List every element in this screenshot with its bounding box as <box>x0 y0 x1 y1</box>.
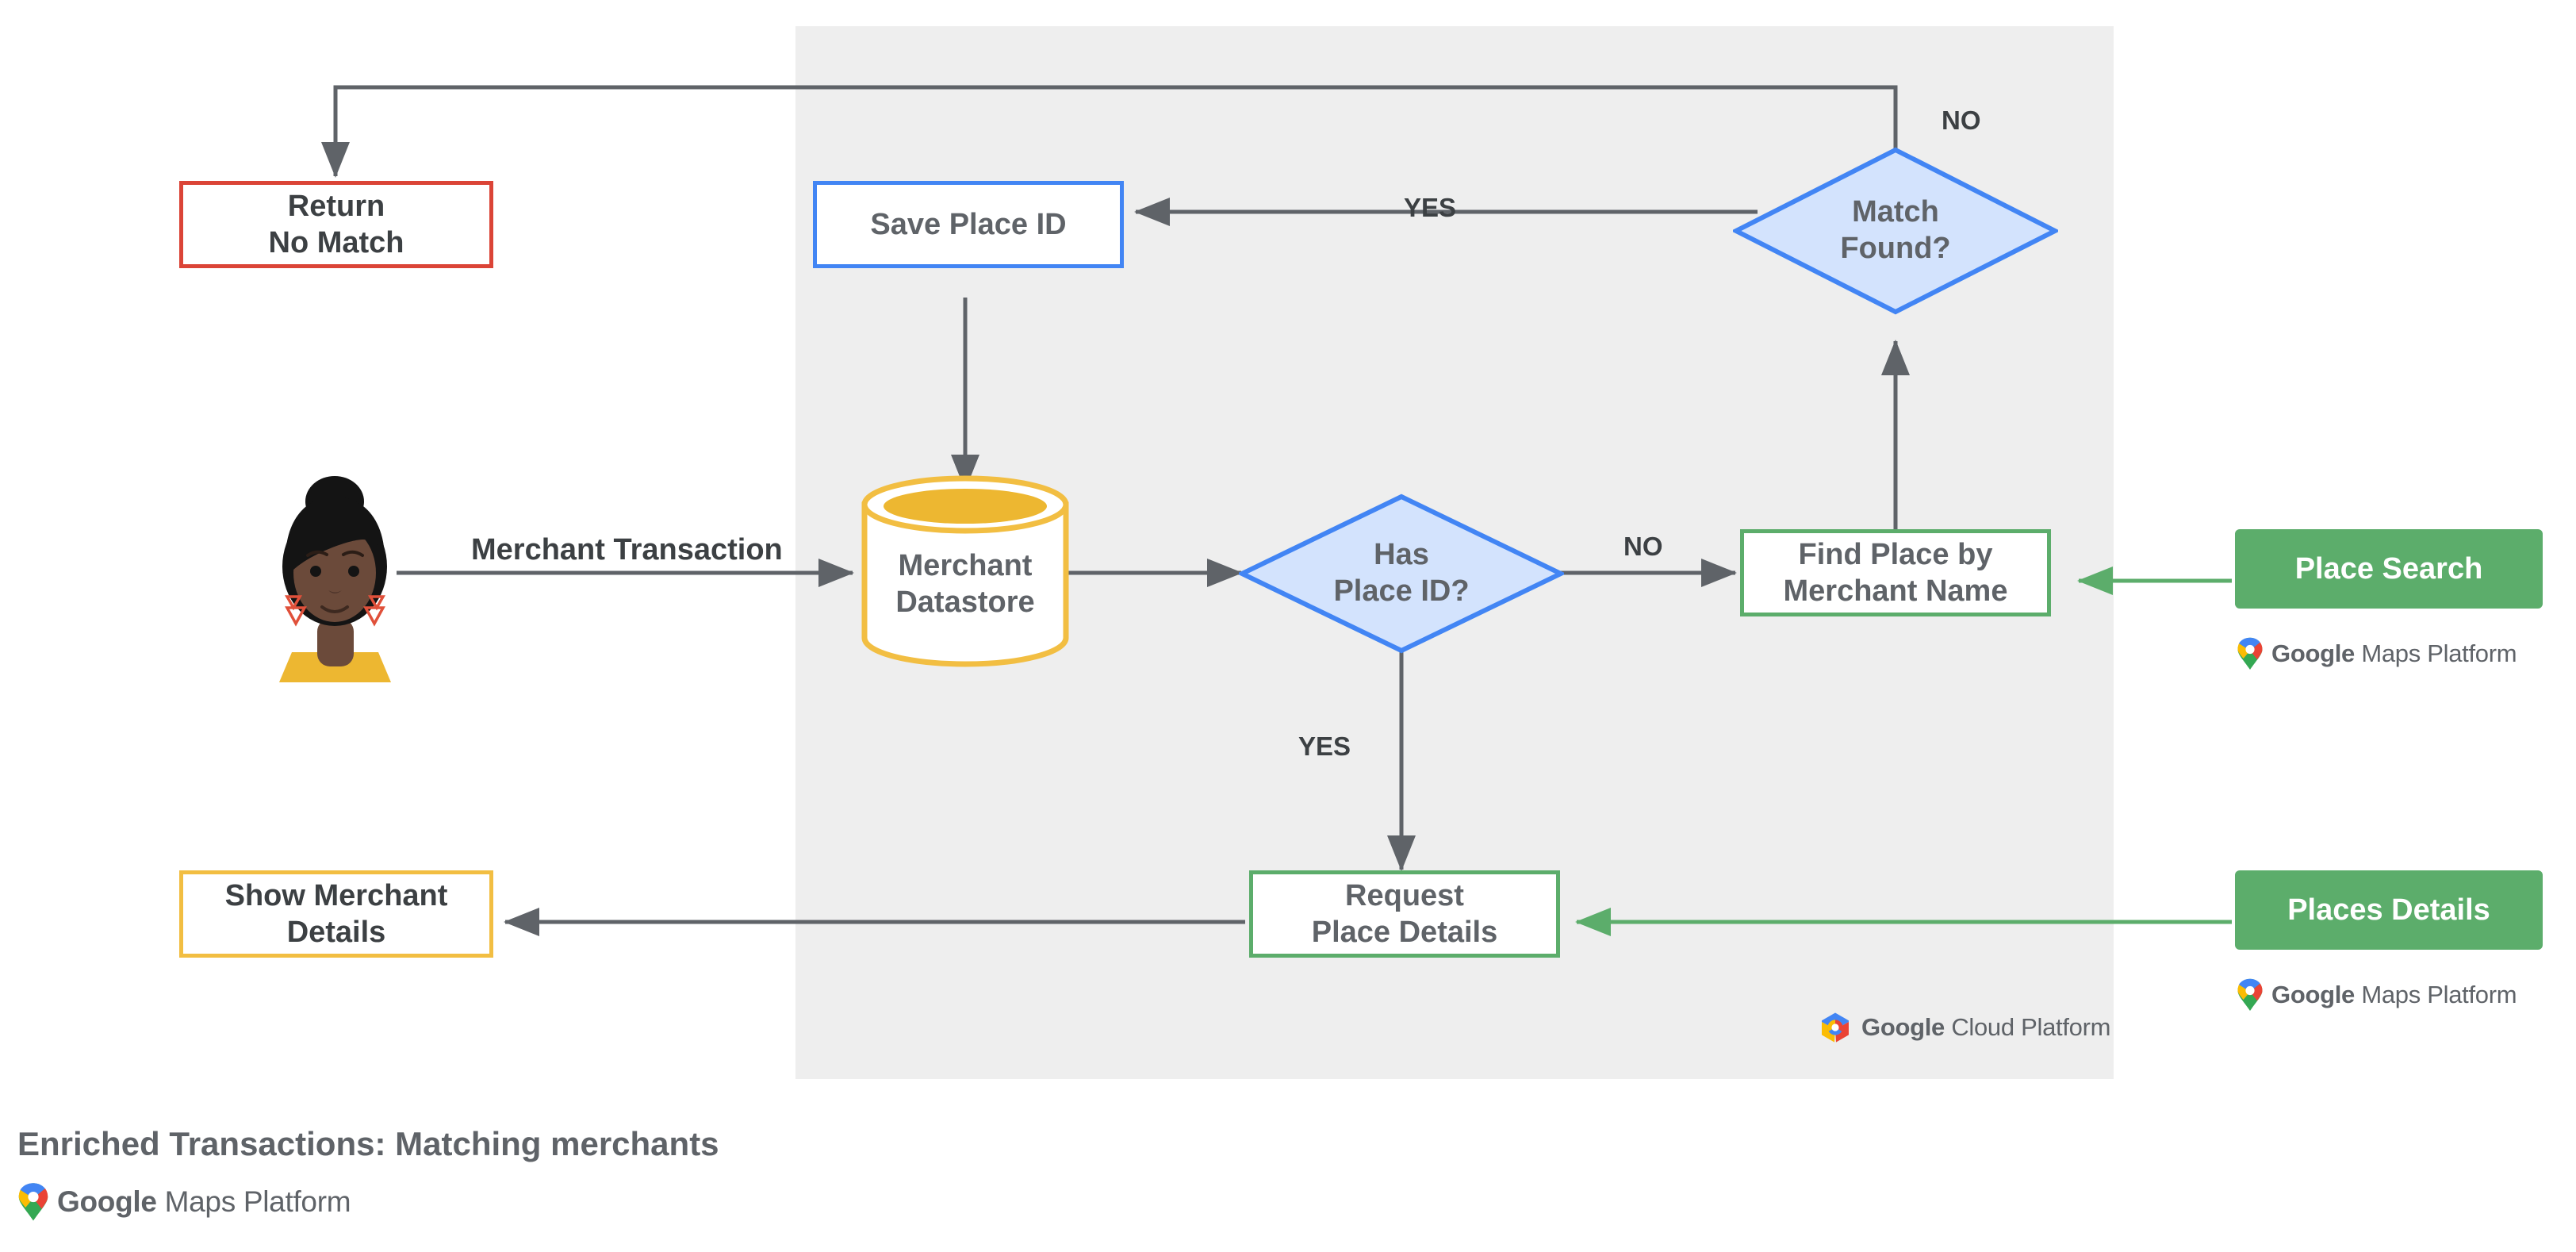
show-merchant-details-label: Show Merchant Details <box>224 878 448 949</box>
maps-platform-logo-place-search: Google Maps Platform <box>2237 637 2517 670</box>
decision-has-place-id[interactable]: Has Place ID? <box>1236 494 1566 654</box>
maps-platform-wordmark: Google Maps Platform <box>2271 639 2517 668</box>
return-no-match-label: Return No Match <box>268 189 404 259</box>
maps-platform-logo-caption: Google Maps Platform <box>17 1182 351 1222</box>
node-return-no-match[interactable]: Return No Match <box>179 181 493 268</box>
maps-platform-wordmark: Google Maps Platform <box>57 1185 351 1219</box>
cloud-platform-logo: Google Cloud Platform <box>1819 1012 2110 1043</box>
node-show-merchant-details[interactable]: Show Merchant Details <box>179 870 493 958</box>
api-chip-places-details[interactable]: Places Details <box>2235 870 2543 950</box>
node-find-place-by-merchant-name[interactable]: Find Place by Merchant Name <box>1740 529 2051 616</box>
logo-brand: Google <box>1861 1013 1945 1041</box>
edge-label-has-place-id-no: NO <box>1623 532 1663 561</box>
maps-platform-wordmark: Google Maps Platform <box>2271 981 2517 1009</box>
logo-brand: Google <box>57 1185 157 1218</box>
logo-product: Maps Platform <box>2361 639 2517 667</box>
find-place-label: Find Place by Merchant Name <box>1783 537 2008 608</box>
logo-product: Maps Platform <box>2361 981 2517 1008</box>
logo-product: Maps Platform <box>164 1185 351 1218</box>
maps-pin-icon <box>2237 637 2263 670</box>
node-save-place-id[interactable]: Save Place ID <box>813 181 1124 268</box>
cloud-platform-wordmark: Google Cloud Platform <box>1861 1013 2110 1042</box>
avatar-illustration <box>279 476 391 682</box>
place-search-label: Place Search <box>2294 551 2483 586</box>
cloud-platform-hexagon-icon <box>1822 1012 1849 1043</box>
api-chip-place-search[interactable]: Place Search <box>2235 529 2543 609</box>
page-title: Enriched Transactions: Matching merchant… <box>17 1125 719 1162</box>
save-place-id-label: Save Place ID <box>870 207 1067 241</box>
edge-label-match-found-no: NO <box>1942 106 1981 135</box>
edge-label-merchant-transaction: Merchant Transaction <box>471 533 783 566</box>
logo-brand: Google <box>2271 639 2355 667</box>
has-place-id-diamond-shape <box>1236 494 1566 654</box>
maps-platform-logo-places-details: Google Maps Platform <box>2237 978 2517 1012</box>
places-details-label: Places Details <box>2287 893 2490 927</box>
maps-pin-icon <box>18 1183 48 1221</box>
match-found-diamond-shape <box>1731 147 2060 315</box>
edge-label-has-place-id-yes: YES <box>1298 732 1351 761</box>
merchant-user-avatar <box>262 460 408 682</box>
logo-product: Cloud Platform <box>1951 1013 2111 1041</box>
decision-match-found[interactable]: Match Found? <box>1731 147 2060 315</box>
maps-pin-icon <box>2237 978 2263 1011</box>
edge-label-match-found-yes: YES <box>1404 193 1457 222</box>
node-request-place-details[interactable]: Request Place Details <box>1249 870 1560 958</box>
request-place-details-label: Request Place Details <box>1311 878 1498 949</box>
logo-brand: Google <box>2271 981 2355 1008</box>
merchant-datastore[interactable]: Merchant Datastore <box>859 473 1071 670</box>
datastore-cylinder-shape <box>861 475 1069 667</box>
